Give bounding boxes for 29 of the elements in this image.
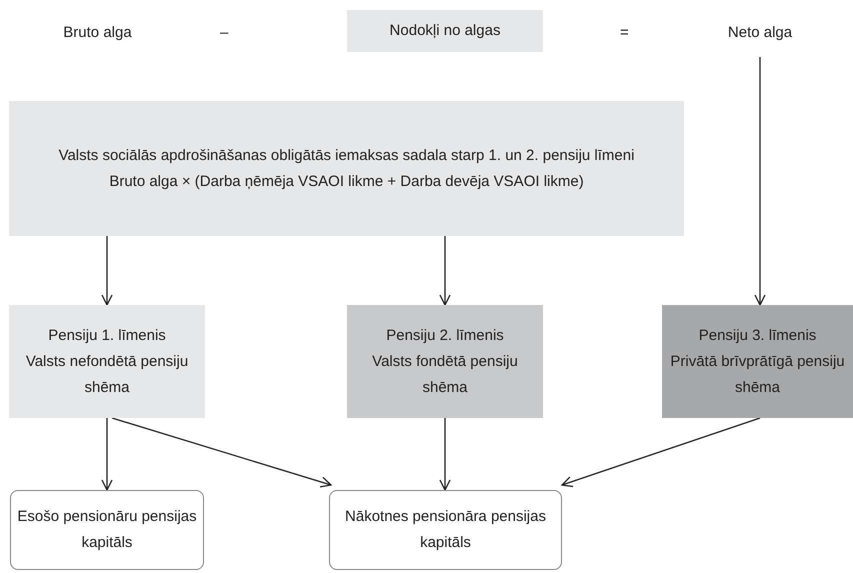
process-box <box>9 101 684 236</box>
node-text: Bruto alga <box>62 23 133 43</box>
box-text: Valsts nefondētā pensiju shēma <box>24 352 190 398</box>
arrow <box>101 236 113 306</box>
arrow <box>439 418 451 491</box>
process-box <box>347 305 543 418</box>
box-text: Pensiju 1. līmenis <box>47 326 167 346</box>
arrow <box>754 57 766 306</box>
process-box <box>662 305 853 418</box>
box-text: Esošo pensionāru pensijas kapitāls <box>16 507 198 553</box>
rounded-box <box>10 490 204 570</box>
rounded-box <box>329 490 562 570</box>
box-text: Pensiju 2. līmenis <box>385 326 505 346</box>
box-text: Valsts fondētā pensiju shēma <box>371 352 519 398</box>
process-box <box>347 10 543 52</box>
box-text: Bruto alga × (Darba ņēmēja VSAOI likme + Darba devēja VSAOI likme) <box>108 172 585 192</box>
box-text: Pensiju 3. līmenis <box>698 326 818 346</box>
arrow <box>112 417 332 488</box>
box-text: Valsts sociālās apdrošināšanas obligātās iemaksas sadala starp 1. un 2. pensiju līmeni <box>58 146 636 166</box>
operator-sign: – <box>220 23 228 43</box>
box-text: Nodokļi no algas <box>388 21 502 41</box>
arrow <box>561 417 760 488</box>
box-text: Privātā brīvprātīgā pensiju shēma <box>669 352 846 398</box>
box-text: Nākotnes pensionāra pensijas kapitāls <box>344 507 547 553</box>
process-box <box>9 305 205 418</box>
arrow <box>439 236 451 306</box>
node-text: Neto alga <box>726 23 794 43</box>
operator-sign: = <box>620 23 629 43</box>
arrow <box>101 418 113 491</box>
